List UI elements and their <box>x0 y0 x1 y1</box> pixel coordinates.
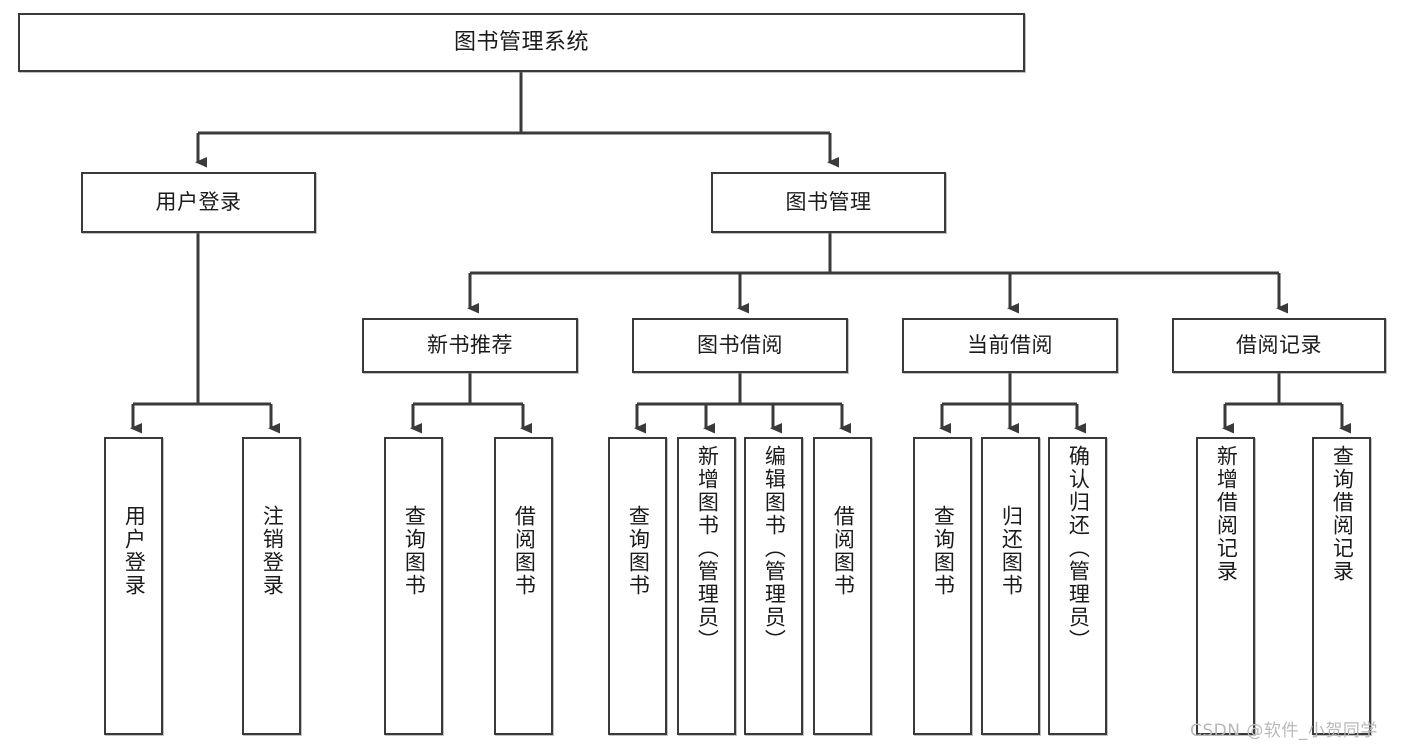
node-root-label: 图书管理系统 <box>453 29 589 55</box>
node-leaf-confirm-return[interactable]: 确认归还（管理员） <box>1048 437 1107 735</box>
node-leaf-borrow-book-1[interactable]: 借阅图书 <box>494 437 553 735</box>
node-current-borrow-label: 当前借阅 <box>967 333 1053 358</box>
node-book-borrow-label: 图书借阅 <box>697 333 783 358</box>
node-leaf-add-record-label: 新增借阅记录 <box>1214 445 1239 583</box>
node-leaf-add-book[interactable]: 新增图书（管理员） <box>677 437 736 735</box>
node-book-manage[interactable]: 图书管理 <box>711 172 946 233</box>
node-leaf-query-book-3-label: 查询图书 <box>931 505 956 597</box>
node-leaf-logout-login[interactable]: 注销登录 <box>242 437 301 735</box>
node-leaf-edit-book-label: 编辑图书（管理员） <box>762 445 787 652</box>
node-new-book-rec[interactable]: 新书推荐 <box>362 318 578 373</box>
node-borrow-record[interactable]: 借阅记录 <box>1172 318 1386 373</box>
node-leaf-query-book-2[interactable]: 查询图书 <box>608 437 667 735</box>
node-leaf-query-record[interactable]: 查询借阅记录 <box>1312 437 1371 735</box>
node-leaf-edit-book[interactable]: 编辑图书（管理员） <box>744 437 803 735</box>
node-user-login[interactable]: 用户登录 <box>81 172 316 233</box>
node-user-login-label: 用户登录 <box>155 190 242 215</box>
node-leaf-borrow-book-2[interactable]: 借阅图书 <box>813 437 872 735</box>
node-new-book-rec-label: 新书推荐 <box>427 333 513 358</box>
node-leaf-user-login-label: 用户登录 <box>122 505 147 597</box>
node-leaf-return-book-label: 归还图书 <box>999 505 1024 597</box>
node-leaf-borrow-book-2-label: 借阅图书 <box>831 505 856 597</box>
node-leaf-query-book-1[interactable]: 查询图书 <box>384 437 443 735</box>
node-leaf-confirm-return-label: 确认归还（管理员） <box>1066 445 1091 652</box>
node-leaf-query-book-1-label: 查询图书 <box>402 505 427 597</box>
node-leaf-add-record[interactable]: 新增借阅记录 <box>1196 437 1255 735</box>
node-leaf-logout-login-label: 注销登录 <box>260 505 285 597</box>
node-book-borrow[interactable]: 图书借阅 <box>632 318 848 373</box>
node-leaf-query-book-3[interactable]: 查询图书 <box>913 437 972 735</box>
node-book-manage-label: 图书管理 <box>785 190 872 215</box>
node-root[interactable]: 图书管理系统 <box>18 13 1025 72</box>
node-leaf-return-book[interactable]: 归还图书 <box>981 437 1040 735</box>
node-leaf-user-login[interactable]: 用户登录 <box>104 437 163 735</box>
node-leaf-add-book-label: 新增图书（管理员） <box>695 445 720 652</box>
node-leaf-borrow-book-1-label: 借阅图书 <box>512 505 537 597</box>
node-borrow-record-label: 借阅记录 <box>1236 333 1322 358</box>
node-leaf-query-record-label: 查询借阅记录 <box>1330 445 1355 583</box>
csdn-watermark: CSDN @软件_小贺同学 <box>1190 721 1378 741</box>
node-leaf-query-book-2-label: 查询图书 <box>626 505 651 597</box>
node-current-borrow[interactable]: 当前借阅 <box>902 318 1118 373</box>
